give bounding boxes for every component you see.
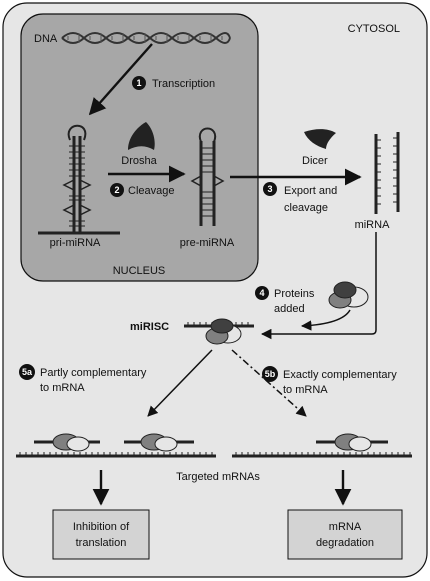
inhibition-box [52, 509, 150, 560]
targeted-mrnas-label: Targeted mRNAs [176, 471, 260, 483]
step-4-label-line2: added [274, 303, 305, 315]
protein-cluster [328, 281, 369, 309]
dna-helix [61, 32, 231, 44]
pri-mirna-hairpin [38, 124, 120, 235]
degradation-label-line2: degradation [316, 537, 374, 549]
step-4-badge [255, 286, 269, 300]
dicer-icon [304, 129, 336, 149]
targeted-mrna-exact [232, 433, 412, 458]
step-5a-label-line2: to mRNA [40, 382, 85, 394]
step-1-label: Transcription [152, 78, 215, 90]
step-1-badge [132, 76, 146, 90]
pri-mirna-label: pri-miRNA [50, 237, 101, 249]
step-4-number: 4 [259, 288, 264, 298]
degradation-box [287, 509, 403, 560]
step-5a-label-line1: Partly complementary [40, 367, 147, 379]
inhibition-label-line2: translation [76, 537, 127, 549]
step-4-label-line1: Proteins [274, 288, 315, 300]
dna-label: DNA [34, 33, 58, 45]
step-3-label-line1: Export and [284, 185, 337, 197]
step-3-badge [263, 182, 277, 196]
mirna-duplex [374, 132, 400, 214]
step-3-label-line2: cleavage [284, 202, 328, 214]
mirna-label: miRNA [355, 219, 390, 231]
exactly-complementary-arrow [231, 349, 307, 417]
step-2-badge [110, 183, 124, 197]
mirisc-label: miRISC [130, 321, 169, 333]
step-2-label: Cleavage [128, 185, 174, 197]
partly-complementary-arrow [147, 349, 213, 417]
targeted-mrna-partial [16, 433, 216, 458]
mirna-to-mirisc-arrow [260, 232, 377, 340]
nucleus-label: NUCLEUS [113, 265, 166, 277]
drosha-label: Drosha [121, 155, 157, 167]
inhibition-label-line1: Inhibition of [73, 521, 130, 533]
proteins-added-arrow [300, 309, 351, 331]
step-2-number: 2 [114, 185, 119, 195]
dicer-label: Dicer [302, 155, 328, 167]
pre-mirna-hairpin [190, 127, 225, 226]
degradation-label-line1: mRNA [329, 521, 362, 533]
step-5b-label-line1: Exactly complementary [283, 369, 397, 381]
cytosol-label: CYTOSOL [348, 23, 400, 35]
step-5b-number: 5b [265, 369, 276, 379]
pre-mirna-label: pre-miRNA [180, 237, 235, 249]
step-5a-number: 5a [22, 367, 33, 377]
drosha-icon [128, 122, 155, 150]
step-1-number: 1 [136, 78, 141, 88]
step-5b-badge [262, 366, 278, 382]
step-5a-badge [19, 364, 35, 380]
mirisc-complex [184, 318, 254, 345]
step-3-number: 3 [267, 184, 272, 194]
transcription-arrow [88, 43, 153, 116]
step-5b-label-line2: to mRNA [283, 384, 328, 396]
